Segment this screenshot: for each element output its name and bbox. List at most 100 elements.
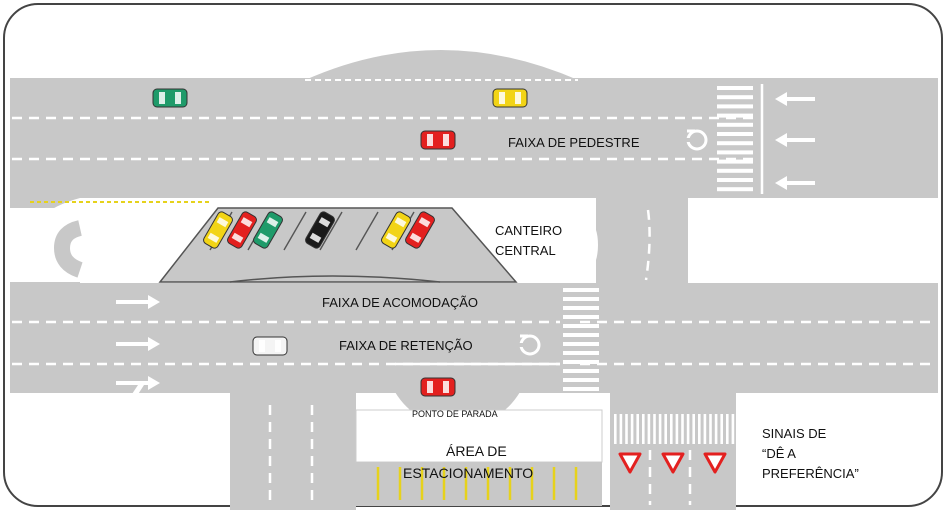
crosswalk-stripe <box>563 297 599 301</box>
crosswalk-stripe <box>717 122 753 127</box>
crosswalk-stripe <box>686 414 690 444</box>
crosswalk-stripe <box>563 306 599 310</box>
car-icon <box>492 88 528 108</box>
car-icon <box>203 211 233 249</box>
crosswalk-stripe <box>717 113 753 118</box>
crosswalk-stripe <box>563 333 599 337</box>
stall-line <box>355 211 379 251</box>
crosswalk-stripe <box>717 95 753 100</box>
crosswalk-stripe <box>698 414 701 444</box>
crosswalk-stripe <box>717 159 753 164</box>
crosswalk-stripe <box>692 414 695 444</box>
u-turn-icon <box>518 334 541 356</box>
bay-lower-edge <box>229 275 441 283</box>
arrow-right-icon <box>116 337 160 351</box>
crosswalk-stripe <box>563 342 599 346</box>
label-canteiro-1: CANTEIRO <box>495 223 562 238</box>
label-faixa-acomodacao: FAIXA DE ACOMODAÇÃO <box>322 295 478 310</box>
crosswalk-stripe <box>625 414 628 444</box>
crosswalk-stripe <box>717 132 753 136</box>
label-sinais-2: “DÊ A <box>762 446 796 461</box>
label-area-2: ESTACIONAMENTO <box>403 465 533 481</box>
crosswalk-stripe <box>563 360 599 364</box>
label-faixa-pedestre: FAIXA DE PEDESTRE <box>508 135 640 150</box>
arrow-left-icon <box>775 92 815 106</box>
car-icon <box>420 130 456 150</box>
crosswalk-stripe <box>563 351 599 355</box>
car-icon <box>253 211 283 249</box>
crosswalk-stripe <box>717 178 753 182</box>
crosswalk-stripe <box>714 414 718 444</box>
side-street-right <box>610 390 736 510</box>
solid-lines <box>305 79 764 366</box>
crosswalk-stripe <box>664 414 667 444</box>
label-faixa-retencao: FAIXA DE RETENÇÃO <box>339 338 473 353</box>
crosswalk-stripe <box>563 288 599 292</box>
car-icon <box>381 211 411 249</box>
crosswalk-stripe <box>717 141 753 146</box>
arrow-left-icon <box>775 176 815 190</box>
label-sinais-3: PREFERÊNCIA” <box>762 466 859 481</box>
crosswalk-stripe <box>717 187 753 192</box>
label-canteiro-2: CENTRAL <box>495 243 556 258</box>
arrow-left-icon <box>775 133 815 147</box>
car-icon <box>420 377 456 397</box>
parking-area-block <box>355 409 603 463</box>
label-area-1: ÁREA DE <box>446 443 507 459</box>
crosswalk-stripe <box>630 414 634 444</box>
crosswalk-stripe <box>563 324 599 328</box>
crosswalk-stripe <box>720 414 723 444</box>
stall-line <box>283 211 307 251</box>
lane-arrows <box>116 92 815 399</box>
crosswalk-stripe <box>670 414 673 444</box>
lane-markings <box>12 116 936 505</box>
crosswalk-stripe <box>709 414 712 444</box>
side-street-left <box>230 390 356 510</box>
car-icon <box>252 336 288 356</box>
car-icon <box>305 211 335 249</box>
yield-sign-icon <box>618 452 642 474</box>
parking-area-strip <box>356 462 602 506</box>
u-turn-icon <box>685 129 708 151</box>
crosswalk-lower <box>563 288 599 391</box>
yield-signs <box>618 452 727 474</box>
crosswalk-stripe <box>658 414 662 444</box>
crosswalk-stripe <box>681 414 684 444</box>
arrow-right-turn-icon <box>116 376 160 399</box>
crosswalk-stripe <box>619 414 623 444</box>
crosswalk-stripe <box>717 86 753 90</box>
crosswalk-stripe <box>675 414 679 444</box>
crosswalk-stripe <box>614 414 617 444</box>
label-ponto-parada: PONTO DE PARADA <box>412 409 498 419</box>
yield-sign-icon <box>661 452 685 474</box>
arrow-right-icon <box>116 295 160 309</box>
stall-line <box>319 211 343 251</box>
yield-sign-icon <box>703 452 727 474</box>
parking-area-lines <box>376 467 578 500</box>
crosswalk-upper <box>717 86 753 192</box>
label-sinais-1: SINAIS DE <box>762 426 827 441</box>
crosswalk-stripe <box>563 378 599 382</box>
median-crossing <box>596 198 688 284</box>
u-turn-lane <box>53 220 83 278</box>
crosswalk-stripe <box>717 168 753 173</box>
crosswalk-side-street <box>614 414 735 444</box>
lower-road <box>10 283 938 393</box>
crosswalk-stripe <box>731 414 735 444</box>
crosswalk-stripe <box>563 315 599 319</box>
crosswalk-stripe <box>726 414 729 444</box>
crosswalk-stripe <box>717 150 753 155</box>
crosswalk-stripe <box>647 414 651 444</box>
crosswalk-stripe <box>563 369 599 373</box>
crosswalk-stripe <box>703 414 707 444</box>
car-icon <box>152 88 188 108</box>
crosswalk-stripe <box>717 104 753 109</box>
cars <box>152 88 528 397</box>
crosswalk-stripe <box>642 414 645 444</box>
crosswalk-stripe <box>653 414 656 444</box>
upper-road-bump <box>305 50 578 80</box>
car-icon <box>227 211 257 249</box>
crosswalk-stripe <box>636 414 639 444</box>
